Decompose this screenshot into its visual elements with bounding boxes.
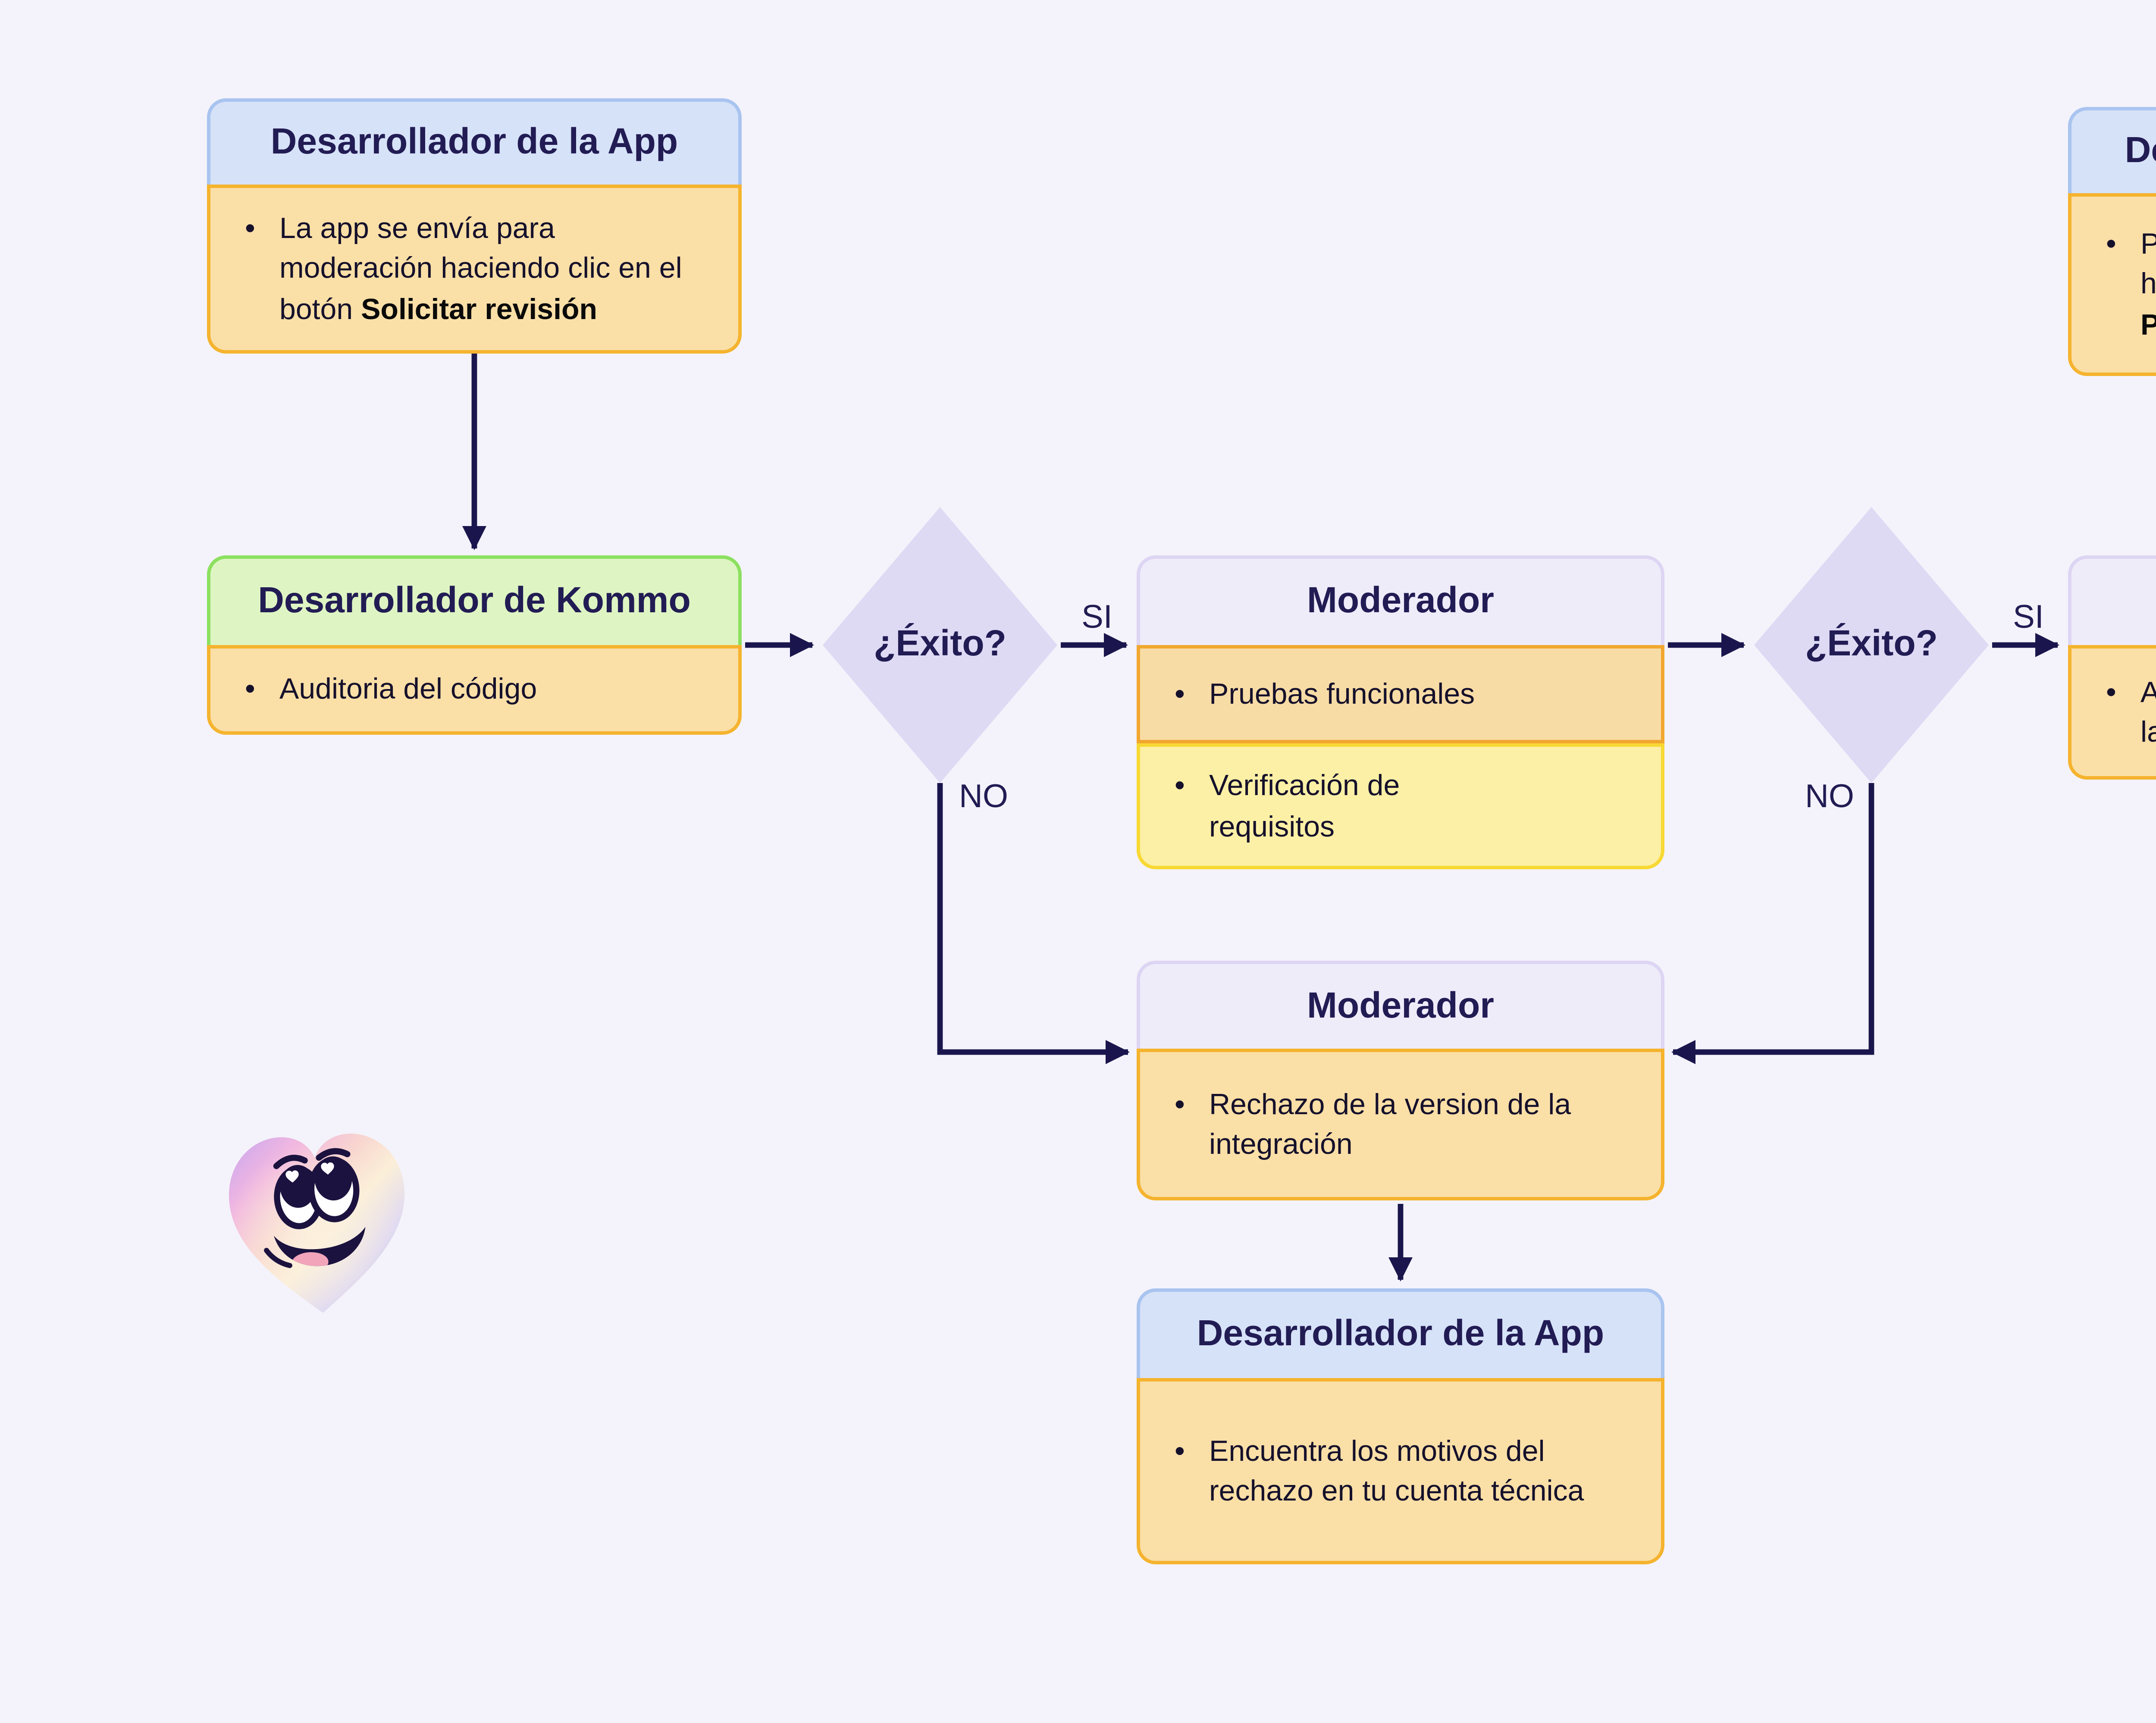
left-eyebrow — [273, 1155, 308, 1169]
list-item: • Rechazo de la version de la integració… — [1175, 1085, 1614, 1165]
node-header: Desarrollador de la App — [207, 98, 742, 185]
node-header: Desarrollador de la App — [1137, 1288, 1664, 1378]
decision-exito-2: ¿Éxito? — [1754, 507, 1989, 783]
bullet-glyph: • — [1175, 770, 1185, 803]
edge-label-no-2: NO — [1805, 780, 1854, 816]
list-item-text: Rechazo de la version de la integración — [1209, 1088, 1571, 1161]
list-item-text: Pruebas funcionales — [1209, 677, 1475, 711]
text-regular: Publica la versión de la app haciendo cl… — [2140, 228, 2156, 301]
node-body: • Auditoria del código — [207, 645, 742, 735]
list-item: • Pruebas funcionales — [1175, 674, 1475, 714]
bullet-glyph: • — [1175, 677, 1185, 711]
node-title: Desarrollador de la App — [1197, 1314, 1604, 1354]
list-item: • Verificación de requisitos — [1175, 767, 1485, 846]
node-header: Moderador — [1137, 555, 1664, 645]
list-item-text: Publica la versión de la app haciendo cl… — [2140, 225, 2156, 344]
heart-sheen — [229, 1134, 404, 1313]
list-item: • Auditoria del código — [245, 670, 537, 710]
list-item-text: Encuentra los motivos del rechazo en tu … — [1209, 1435, 1584, 1507]
decision-exito-1: ¿Éxito? — [823, 507, 1057, 783]
node-header: Moderador — [2068, 555, 2156, 645]
node-title: Desarrollador de Kommo — [258, 581, 691, 621]
list-item: • Publica la versión de la app haciendo … — [2106, 225, 2156, 344]
decision-label: ¿Éxito? — [874, 624, 1006, 664]
node-body: • Aprobación de la versión de la app — [2068, 645, 2156, 780]
edge-decision1-no — [937, 783, 1130, 1064]
node-moderator-tests: Moderador • Pruebas funcionales • Verifi… — [1137, 555, 1664, 869]
edge-label-yes-2: SI — [2013, 600, 2044, 636]
edge-decision2-no — [1671, 783, 1874, 1064]
edge-label-no-1: NO — [959, 780, 1008, 816]
heart-mascot-icon — [229, 1134, 404, 1313]
edge-label-yes-1: SI — [1081, 600, 1112, 636]
node-moderator-approve: Moderador • Aprobación de la versión de … — [2068, 555, 2156, 780]
node-title: Moderador — [1307, 581, 1494, 621]
node-header: Moderador — [1137, 961, 1664, 1049]
bullet-glyph: • — [245, 213, 255, 246]
node-body: • Publica la versión de la app haciendo … — [2068, 193, 2156, 376]
node-dev-submit: Desarrollador de la App • La app se enví… — [207, 98, 742, 354]
text-bold: Solicitar revisión — [361, 292, 598, 326]
node-section-requirements-check: • Verificación de requisitos — [1137, 743, 1664, 869]
node-title: Moderador — [1307, 986, 1494, 1025]
list-item-text: La app se envía para moderación haciendo… — [279, 209, 714, 329]
node-header: Desarrollador de la App — [2068, 107, 2156, 193]
node-kommo-dev-audit: Desarrollador de Kommo • Auditoria del c… — [207, 555, 742, 735]
node-body: • La app se envía para moderación hacien… — [207, 185, 742, 354]
right-eyebrow — [316, 1148, 351, 1161]
bullet-glyph: • — [2106, 676, 2116, 709]
node-body: • Rechazo de la version de la integració… — [1137, 1049, 1664, 1200]
node-moderator-reject: Moderador • Rechazo de la version de la … — [1137, 961, 1664, 1200]
list-item: • Aprobación de la versión de la app — [2106, 673, 2156, 752]
bullet-glyph: • — [245, 673, 255, 706]
list-item-text: Auditoria del código — [279, 673, 537, 706]
bullet-glyph: • — [1175, 1435, 1185, 1468]
node-title: Desarrollador de la App — [270, 122, 678, 162]
decision-label: ¿Éxito? — [1805, 624, 1938, 664]
node-dev-reasons: Desarrollador de la App • Encuentra los … — [1137, 1288, 1664, 1564]
list-item-text: Verificación de requisitos — [1209, 770, 1400, 843]
text-regular: La app se envía para moderación haciendo… — [279, 213, 682, 326]
bullet-glyph: • — [2106, 228, 2116, 261]
list-item-text: Aprobación de la versión de la app — [2140, 676, 2156, 749]
node-dev-publish: Desarrollador de la App • Publica la ver… — [2068, 107, 2156, 376]
node-section-functional-tests: • Pruebas funcionales — [1137, 645, 1664, 743]
bullet-glyph: • — [1175, 1088, 1185, 1121]
text-bold: Publicar — [2140, 308, 2156, 341]
node-header: Desarrollador de Kommo — [207, 555, 742, 645]
node-title: Desarrollador de la App — [2125, 131, 2156, 171]
list-item: • Encuentra los motivos del rechazo en t… — [1175, 1432, 1585, 1511]
right-eye — [308, 1156, 360, 1222]
node-body: • Encuentra los motivos del rechazo en t… — [1137, 1378, 1664, 1564]
list-item: • La app se envía para moderación hacien… — [245, 209, 714, 329]
